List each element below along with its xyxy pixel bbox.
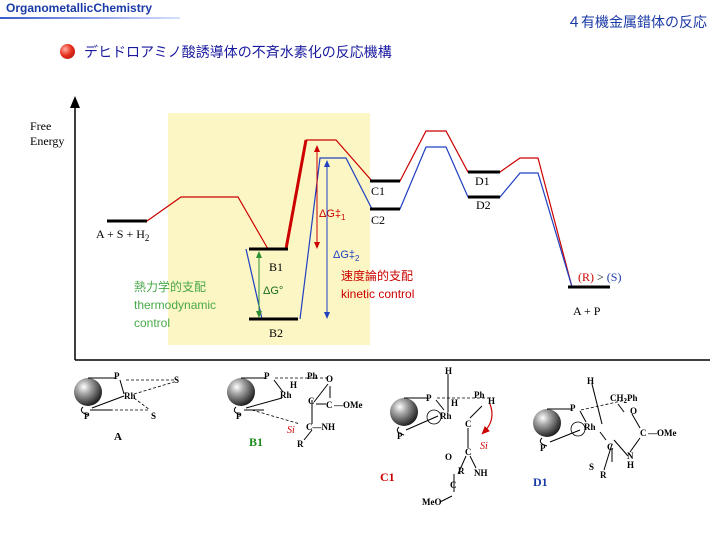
b1-c2: C [326, 400, 333, 410]
d1-c-ome: C [640, 428, 647, 438]
c1-ph: Ph [474, 390, 485, 400]
kinetic-label-en: kinetic control [341, 287, 414, 301]
label-b2: B2 [269, 326, 283, 340]
structure-b1: P P Rh H Ph O C C —OMe Si C—NH R B1 [227, 371, 363, 449]
dg2-label: ΔG‡2 [333, 249, 360, 263]
d1-r: R [600, 470, 607, 480]
b1-label: B1 [249, 435, 263, 449]
metal-sphere-d1 [533, 409, 561, 437]
b1-h: H [290, 380, 297, 390]
d1-ch2ph: CH2Ph [610, 393, 638, 405]
c1-c-ester: C [450, 480, 457, 490]
a-rh: Rh [124, 391, 136, 401]
metal-sphere-a [74, 378, 102, 406]
a-label: A [114, 431, 122, 443]
d1-o: O [630, 406, 637, 416]
b1-nh: C—NH [306, 422, 335, 432]
a-p-bottom: P [84, 411, 90, 421]
thermo-label-en2: control [134, 316, 170, 330]
b1-r: R [297, 439, 304, 449]
thermo-label-jp: 熱力学的支配 [134, 279, 206, 294]
brand-underline [0, 17, 180, 19]
d1-nh-h: H [627, 460, 634, 470]
a-p-top: P [114, 371, 120, 381]
d1-p-top: P [570, 403, 576, 413]
ligand-backbone-a [80, 406, 89, 416]
s-path-curve [299, 146, 573, 320]
dg0-label: ΔG° [263, 285, 283, 297]
b1-o: O [326, 374, 333, 384]
c1-c-down: C [465, 447, 472, 457]
b1-ph: Ph [307, 371, 318, 381]
b1-ome: —OMe [333, 400, 363, 410]
y-axis-label-line1: Free [30, 119, 51, 133]
y-axis-arrowhead [70, 96, 80, 108]
structure-d1: H P P Rh CH2Ph O C —OMe N H C S R D1 [533, 376, 677, 489]
r-path-curve-right [306, 130, 573, 288]
a-s2: S [151, 411, 156, 421]
d1-rh: Rh [584, 422, 596, 432]
d1-n: N [627, 451, 634, 461]
c1-r: R [458, 466, 465, 476]
r-path-curve-left [146, 196, 269, 250]
thermo-label-en1: thermodynamic [134, 298, 216, 312]
brand-title: OrganometallicChemistry [6, 1, 153, 15]
structure-a: P P Rh S S A [74, 371, 179, 443]
label-c2: C2 [371, 213, 385, 227]
metal-sphere-c1 [390, 398, 418, 426]
a-s1: S [174, 375, 179, 385]
slide-title: デヒドロアミノ酸誘導体の不斉水素化の反応機構 [84, 45, 392, 61]
d1-ome: —OMe [647, 428, 677, 438]
selectivity-label: (R) > (S) [578, 270, 621, 284]
b1-rh: Rh [280, 390, 292, 400]
b1-si: Si [287, 425, 295, 436]
c1-si: Si [480, 441, 488, 452]
label-c1: C1 [371, 184, 385, 198]
chapter-title: ４有機金属錯体の反応 [567, 15, 707, 31]
kinetic-label-jp: 速度論的支配 [341, 268, 413, 283]
label-b1: B1 [269, 260, 283, 274]
c1-label: C1 [380, 470, 395, 484]
thermodynamic-region-highlight [168, 113, 370, 345]
d1-c: C [607, 442, 614, 452]
c1-c-up: C [465, 419, 472, 429]
c1-h1: H [451, 398, 458, 408]
c1-nh: NH [474, 468, 488, 478]
b1-c1: C [308, 396, 315, 406]
red-ball-bullet-icon [60, 44, 75, 59]
b1-p-top: P [264, 371, 270, 381]
c1-p-top: P [426, 393, 432, 403]
d1-p-bottom: P [540, 443, 546, 453]
metal-sphere-b1 [227, 378, 255, 406]
label-product: A + P [573, 304, 601, 318]
d1-s: S [589, 462, 594, 472]
c1-rotation-arrow [481, 403, 493, 435]
c1-meo: MeO [422, 497, 442, 507]
label-d2: D2 [476, 198, 491, 212]
b1-p-bottom: P [236, 411, 242, 421]
d1-label: D1 [533, 475, 548, 489]
c1-p-bottom: P [397, 431, 403, 441]
c1-o: O [445, 452, 452, 462]
c1-h2: H [488, 396, 495, 406]
label-d1: D1 [475, 174, 490, 188]
c1-h-top: H [445, 366, 452, 376]
y-axis-label-line2: Energy [30, 134, 64, 148]
r-path-transition-step [284, 139, 308, 250]
structure-c1: H P P H Ph H Rh C C Si O R NH C MeO C1 [380, 366, 495, 507]
c1-rh: Rh [440, 411, 452, 421]
d1-h: H [587, 376, 594, 386]
label-start: A + S + H2 [96, 227, 149, 243]
